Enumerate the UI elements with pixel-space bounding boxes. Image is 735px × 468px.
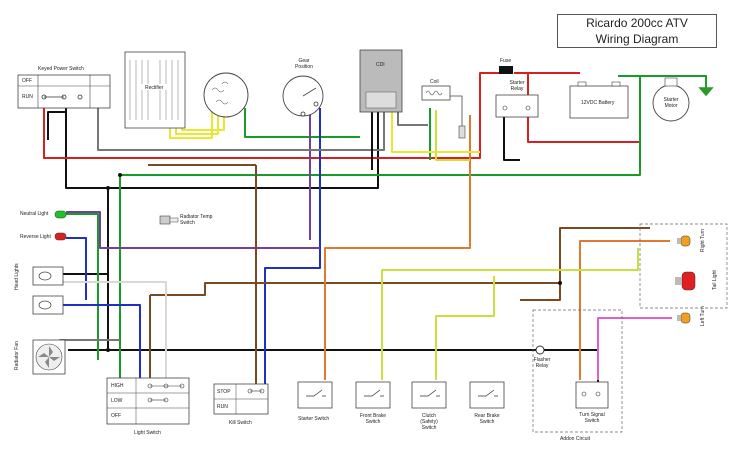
kill-switch-run-label: RUN — [217, 404, 228, 410]
radiator-temp-switch — [159, 215, 179, 225]
wire-blue-headlight — [60, 304, 141, 390]
light-switch — [106, 377, 190, 425]
wire-gray-fan — [59, 339, 120, 350]
wire-black-left — [47, 111, 66, 140]
clutch-safety-switch — [411, 381, 447, 409]
tail-light-label: Tail Light — [712, 270, 718, 290]
wire-blue-reverse — [66, 237, 87, 300]
wire-green-top — [120, 75, 641, 176]
front-brake-switch-label: Front Brake Switch — [359, 413, 387, 425]
battery-label: 12VDC Battery — [581, 100, 615, 106]
head-lights — [32, 266, 64, 315]
kill-switch — [213, 383, 269, 415]
light-switch-high-label: HIGH — [111, 383, 124, 389]
cdi-unit — [359, 49, 403, 113]
rear-brake-switch — [469, 381, 505, 409]
wire-purple-neutral — [66, 211, 320, 249]
gear-position-sensor — [282, 75, 324, 117]
radiator-fan-label: Radiator Fan — [14, 341, 20, 370]
rectifier-label: Rectifier — [145, 85, 164, 91]
wire-gray-cdi — [397, 112, 428, 126]
coil-label: Coil — [430, 79, 439, 85]
title-line-1: Ricardo 200cc ATV — [586, 16, 688, 30]
left-turn-label: Left Turn — [700, 306, 706, 326]
stator-coil — [203, 72, 249, 118]
starter-relay — [495, 94, 539, 118]
title-line-2: Wiring Diagram — [595, 32, 679, 46]
wire-lightgreen-brake — [381, 248, 639, 380]
addon-circuit-label: Addon Circuit — [560, 436, 591, 442]
battery — [569, 81, 629, 119]
radiator-fan — [32, 339, 66, 375]
neutral-light-bulb — [54, 210, 67, 219]
turn-signal-switch — [575, 381, 609, 409]
neutral-light-label: Neutral Light — [20, 211, 49, 217]
keyed-switch-run-label: RUN — [22, 94, 33, 100]
wire-lightgreen-coil — [435, 110, 470, 161]
fuse — [499, 66, 513, 74]
left-turn-light — [677, 312, 691, 324]
flasher-relay-label: Flasher Relay — [533, 357, 551, 369]
wire-brown-right — [520, 283, 561, 301]
kill-switch-label: Kill Switch — [229, 420, 252, 426]
wire-orange-relay — [324, 115, 471, 380]
wire-red-power — [43, 72, 502, 159]
wire-green-main — [119, 175, 150, 396]
starter-switch — [297, 381, 333, 409]
rectifier — [124, 51, 186, 129]
flasher-relay — [535, 345, 545, 355]
light-switch-label: Light Switch — [134, 430, 161, 436]
addon-circuit-boundary — [532, 223, 728, 433]
light-switch-low-label: LOW — [111, 398, 123, 404]
reverse-light-bulb — [54, 232, 67, 241]
starter-motor — [652, 77, 690, 122]
starter-motor-label: Starter Motor — [663, 97, 679, 109]
wire-gray-power — [97, 95, 385, 151]
right-turn-light — [677, 235, 691, 247]
wire-yellow-rectifier1 — [169, 90, 213, 139]
wire-lightgreen-clutch — [435, 276, 495, 380]
head-lights-label: Head Lights — [14, 263, 20, 290]
clutch-switch-label: Clutch (Safety) Switch — [420, 413, 438, 431]
tail-light — [675, 271, 696, 291]
junction-dots — [106, 173, 562, 352]
rear-brake-switch-label: Rear Brake Switch — [474, 413, 500, 425]
wire-black-relay — [503, 112, 520, 161]
light-switch-off-label: OFF — [111, 413, 121, 419]
keyed-power-switch-label: Keyed Power Switch — [38, 66, 84, 72]
starter-relay-label: Starter Relay — [509, 80, 525, 92]
wire-pink-turn — [597, 317, 672, 380]
keyed-switch-off-label: OFF — [22, 78, 32, 84]
wire-green-cdi — [244, 108, 360, 138]
wire-brown-mid — [150, 227, 650, 296]
wire-green-neutral — [66, 213, 99, 360]
reverse-light-label: Reverse Light — [20, 234, 51, 240]
turn-signal-switch-label: Turn Signal Switch — [579, 412, 605, 424]
wire-yellow-cdi — [391, 112, 480, 153]
fuse-label: Fuse — [500, 58, 512, 64]
ground-icon — [698, 80, 714, 97]
right-turn-label: Right Turn — [700, 228, 706, 252]
wire-white-headlight — [60, 281, 167, 390]
front-brake-switch — [355, 381, 391, 409]
cdi-label: CDI — [376, 62, 385, 68]
starter-switch-label: Starter Switch — [298, 416, 330, 422]
kill-switch-stop-label: STOP — [217, 389, 231, 395]
radiator-temp-switch-label: Radiator Temp Switch — [180, 214, 213, 226]
diagram-title: Ricardo 200cc ATV Wiring Diagram — [557, 14, 717, 48]
wire-orange-turn — [579, 240, 670, 380]
keyed-power-switch — [17, 74, 111, 109]
gear-position-label: Gear Position — [295, 58, 313, 70]
ignition-coil — [421, 85, 466, 139]
wire-blue-kill — [264, 108, 321, 388]
